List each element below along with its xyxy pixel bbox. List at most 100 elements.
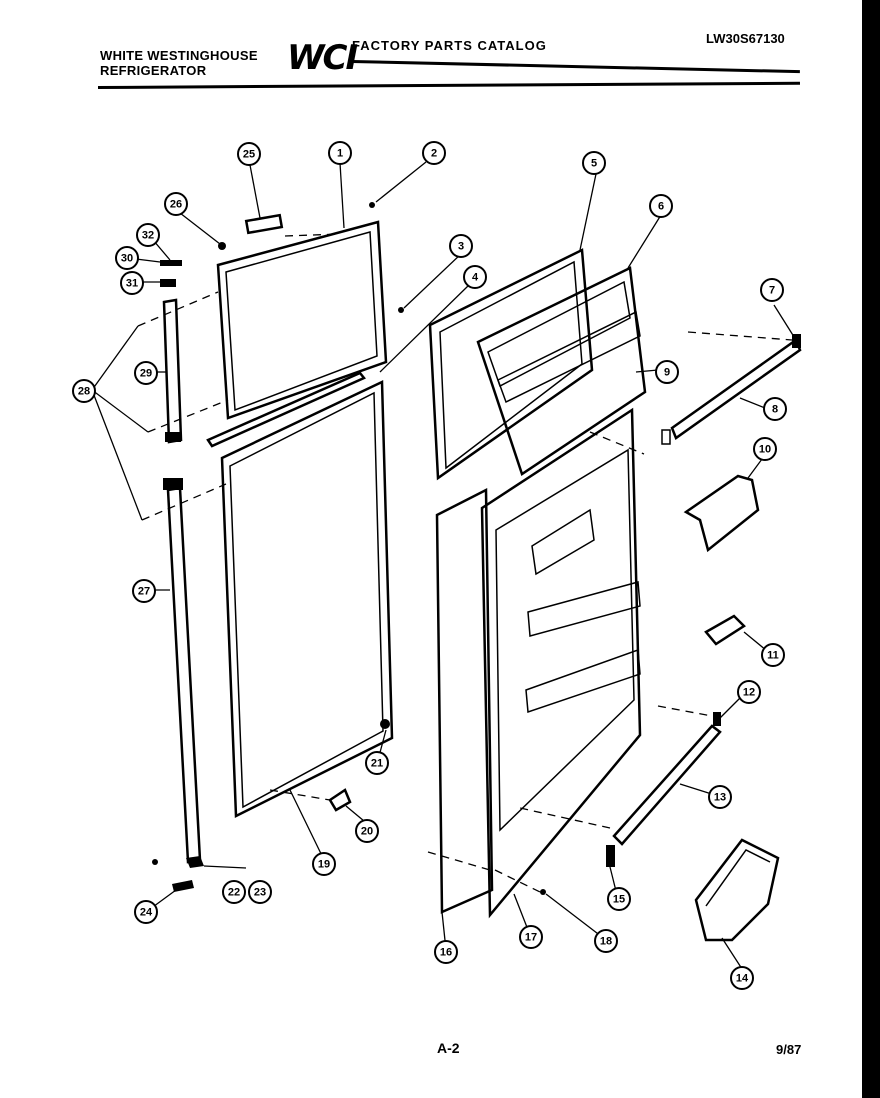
callout-number: 9 [664, 367, 670, 379]
callout-3: 3 [449, 234, 473, 258]
callout-number: 20 [361, 826, 373, 838]
screw-3 [398, 307, 404, 313]
callout-number: 23 [254, 887, 266, 899]
callout-23: 23 [248, 880, 272, 904]
brand-line-1: WHITE WESTINGHOUSE [100, 48, 258, 63]
door-trim-strip [206, 371, 366, 448]
callout-number: 16 [440, 947, 452, 959]
callout-number: 10 [759, 444, 771, 456]
callout-14: 14 [730, 966, 754, 990]
hinge-22 [186, 856, 204, 868]
door-shelf-rail [670, 338, 802, 440]
callout-18: 18 [594, 929, 618, 953]
callout-4: 4 [463, 265, 487, 289]
fresh-food-door-liner [480, 407, 642, 919]
callout-5: 5 [582, 151, 606, 175]
freezer-door-gasket [216, 220, 388, 420]
callout-number: 2 [431, 148, 437, 160]
callout-29: 29 [134, 361, 158, 385]
callout-number: 4 [472, 272, 479, 284]
callout-number: 15 [613, 894, 625, 906]
callout-19: 19 [312, 852, 336, 876]
callout-number: 32 [142, 230, 154, 242]
callout-number: 24 [140, 907, 153, 919]
callout-17: 17 [519, 925, 543, 949]
rail-cap-12 [713, 712, 721, 726]
fresh-food-door-gasket [220, 380, 394, 818]
callout-number: 22 [228, 887, 240, 899]
rail-cap-15 [606, 845, 615, 867]
callout-number: 17 [525, 932, 537, 944]
callout-number: 8 [772, 404, 778, 416]
brand-line-2: REFRIGERATOR [100, 63, 207, 78]
model-number: LW30S67130 [706, 31, 785, 46]
callout-number: 12 [743, 687, 755, 699]
brand-block: WHITE WESTINGHOUSE REFRIGERATOR [100, 48, 258, 78]
freezer-door-liner [476, 266, 647, 476]
butter-bin [694, 838, 780, 942]
fresh-food-door-panel [435, 487, 494, 914]
callout-22: 22 [222, 880, 246, 904]
callout-24: 24 [134, 900, 158, 924]
callout-32: 32 [136, 223, 160, 247]
rail-cap-9 [661, 429, 671, 445]
callout-25: 25 [237, 142, 261, 166]
callout-number: 1 [337, 148, 343, 160]
callout-28: 28 [72, 379, 96, 403]
callout-number: 21 [371, 758, 383, 770]
callout-13: 13 [708, 785, 732, 809]
freezer-handle [162, 298, 183, 444]
callout-number: 5 [591, 158, 597, 170]
handle-cap-31 [160, 279, 176, 287]
callout-12: 12 [737, 680, 761, 704]
screw-18 [540, 889, 546, 895]
callout-number: 25 [243, 149, 255, 161]
callout-15: 15 [607, 887, 631, 911]
rail-cap-7 [792, 334, 801, 348]
callout-6: 6 [649, 194, 673, 218]
screw-28 [152, 859, 158, 865]
callout-number: 14 [736, 973, 749, 985]
hinge-cover-part [244, 213, 284, 235]
hinge-24 [172, 880, 194, 892]
callout-number: 6 [658, 201, 664, 213]
callout-7: 7 [760, 278, 784, 302]
callout-number: 26 [170, 199, 182, 211]
callout-16: 16 [434, 940, 458, 964]
hinge-20 [328, 788, 352, 812]
lower-shelf-rail [612, 724, 722, 846]
wci-logo: WCI [287, 38, 358, 78]
page-number: A-2 [437, 1040, 460, 1056]
fresh-food-handle [163, 478, 202, 864]
callout-20: 20 [355, 819, 379, 843]
screw-2 [369, 202, 375, 208]
dairy-door [704, 614, 746, 646]
callout-1: 1 [328, 141, 352, 165]
callout-number: 29 [140, 368, 152, 380]
callout-number: 11 [767, 650, 779, 662]
callout-26: 26 [164, 192, 188, 216]
door-bin [683, 474, 760, 553]
callout-number: 3 [458, 241, 464, 253]
callout-10: 10 [753, 437, 777, 461]
callout-number: 19 [318, 859, 330, 871]
callout-number: 28 [78, 386, 90, 398]
callout-30: 30 [115, 246, 139, 270]
catalog-title: FACTORY PARTS CATALOG [352, 38, 547, 53]
callout-8: 8 [763, 397, 787, 421]
callout-number: 30 [121, 253, 133, 265]
page-edge-border [862, 0, 880, 1098]
callout-number: 18 [600, 936, 612, 948]
revision-date: 9/87 [776, 1042, 802, 1057]
callout-9: 9 [655, 360, 679, 384]
callout-21: 21 [365, 751, 389, 775]
callout-number: 27 [138, 586, 150, 598]
callout-11: 11 [761, 643, 785, 667]
plug-21 [380, 719, 390, 729]
callout-number: 31 [126, 278, 138, 290]
callout-27: 27 [132, 579, 156, 603]
callout-number: 13 [714, 792, 726, 804]
callout-31: 31 [120, 271, 144, 295]
